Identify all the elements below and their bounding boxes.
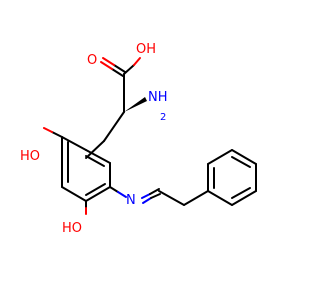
central-aromatic-ring — [61, 136, 111, 202]
imine-double-a — [149, 188, 160, 195]
ch2-phenyl-bond — [183, 190, 209, 206]
phenyl-bond-6 — [207, 190, 233, 206]
ring-bond-4-5 — [85, 186, 111, 202]
imine-n-label: N — [126, 193, 136, 208]
phenol-top-label: HO — [20, 149, 40, 164]
imine-double-b — [150, 193, 161, 199]
ring-n-bond-n — [117, 191, 127, 198]
phenyl-bond-3 — [231, 149, 257, 165]
ring-bond-6-1 — [85, 149, 111, 164]
phenol-bottom-label: HO — [62, 221, 82, 236]
phenol-bottom-group: HO — [62, 200, 87, 236]
ring-bond-3-4 — [61, 186, 87, 202]
phenol-top-group: HO — [20, 127, 63, 164]
carbonyl-bond-a-o — [100, 61, 113, 70]
molecule-structure-diagram: O OH NH 2 HO HO — [20, 42, 257, 236]
phenyl-ring — [207, 149, 257, 206]
amine-subscript: 2 — [160, 112, 166, 123]
phenyl-bond-2 — [207, 149, 233, 165]
hydroxyl-bond — [123, 64, 135, 75]
ring-n-bond — [109, 186, 119, 193]
stereo-wedge-bond — [124, 97, 147, 112]
carbonyl-oxygen-label: O — [87, 53, 97, 68]
phenyl-bond-5-inner — [231, 187, 251, 199]
ch2-ring-bond — [85, 140, 105, 159]
hydroxyl-oxygen-label: OH — [136, 42, 156, 57]
alpha-ch2-bond — [103, 111, 125, 142]
phenol-top-bond — [51, 131, 63, 138]
imine-double-b-n — [142, 197, 152, 204]
ring-bond-1-2 — [61, 136, 87, 151]
carbonyl-bond-b-o — [102, 57, 115, 66]
alpha-amine-group: NH 2 — [103, 90, 168, 142]
imine-double-a-n — [141, 193, 151, 199]
ring-bond-4-5-inner — [85, 183, 106, 196]
carbonyl-bond-a — [111, 68, 124, 77]
phenol-top-bond-o — [43, 127, 53, 133]
amine-label: NH — [148, 90, 168, 105]
hydroxyl-bond-o — [133, 57, 141, 66]
phenyl-bond-5 — [231, 190, 257, 206]
ring-bond-6-1-inner — [85, 155, 105, 167]
ch-ch2-bond — [158, 190, 185, 206]
carbonyl-bond-b — [113, 64, 126, 73]
carboxyl-group: O OH — [87, 42, 156, 113]
phenyl-bond-3-inner — [231, 156, 251, 168]
imine-group: N — [109, 186, 209, 208]
